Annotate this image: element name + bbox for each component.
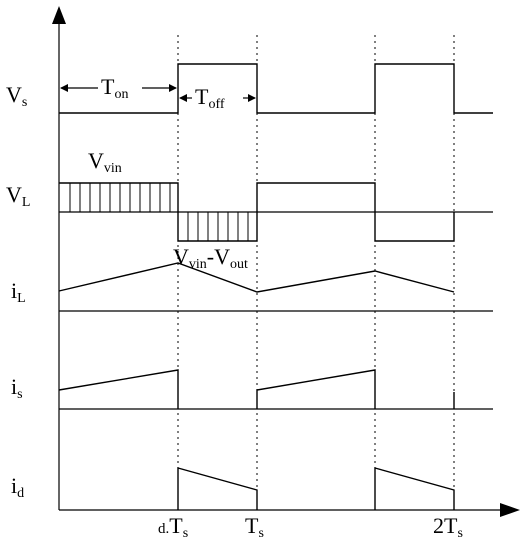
t-on-label: Ton (101, 74, 128, 102)
ts-tick-label: Ts (245, 513, 264, 541)
vertical-axis-arrow-icon (52, 6, 66, 24)
id-label: id (11, 473, 24, 501)
id-waveform (177, 467, 455, 510)
two-ts-tick-label: 2Ts (433, 513, 463, 541)
vs-waveform (59, 63, 493, 114)
period-arrows (60, 84, 256, 102)
axes (52, 6, 520, 517)
il-label: iL (11, 278, 26, 306)
v-vin-label: Vvin (88, 148, 122, 176)
time-markers (177, 35, 455, 508)
is-label: is (11, 374, 23, 402)
vl-label: VL (6, 182, 30, 210)
v-vin-minus-vout-label: Vvin-Vout (173, 244, 248, 272)
horizontal-axis-arrow-icon (500, 503, 520, 517)
is-waveform (58, 369, 493, 410)
vl-positive-hatch (69, 183, 171, 212)
vl-waveform (59, 182, 493, 242)
vl-negative-hatch (187, 212, 249, 241)
t-off-label: Toff (195, 84, 225, 112)
dts-tick-label: d.Ts (158, 513, 188, 541)
vs-label: Vs (6, 82, 27, 110)
il-waveform (58, 262, 493, 312)
